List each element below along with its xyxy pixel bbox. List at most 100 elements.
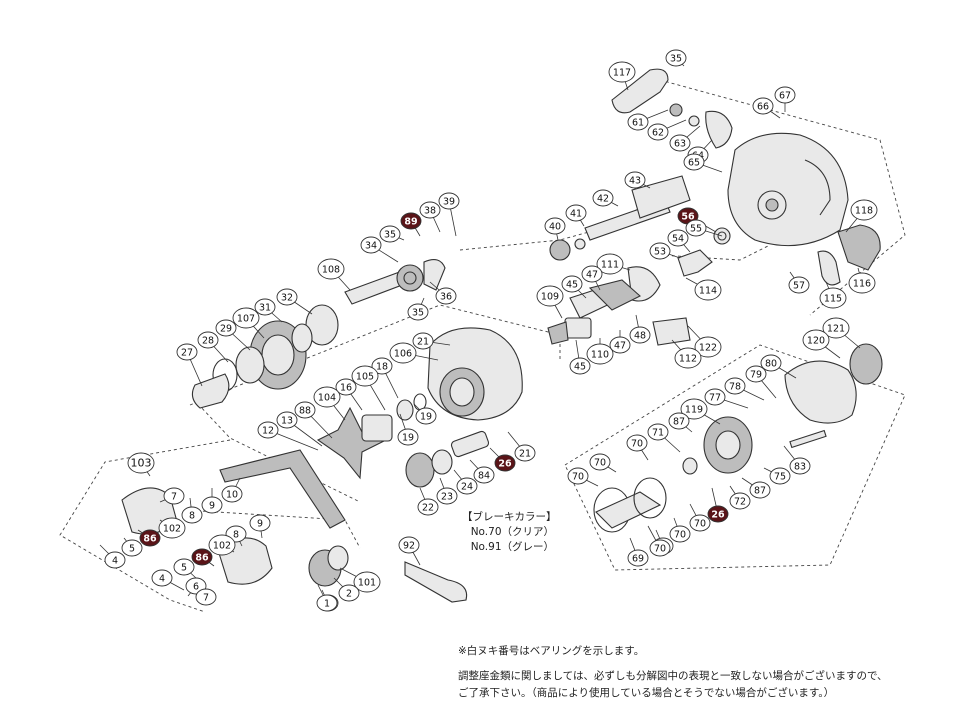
part-callout: 101 — [353, 571, 381, 593]
part-number-label: 105 — [356, 372, 374, 383]
part-callout: 67 — [774, 86, 796, 104]
main-drive-gear-hub — [261, 334, 295, 376]
part-callout: 16 — [335, 378, 357, 396]
part-callout-bubble — [683, 153, 705, 171]
part-number-label: 27 — [181, 348, 193, 359]
part-callout: 9 — [201, 496, 223, 514]
part-callout: 9 — [249, 514, 271, 532]
part-callout-bubble — [435, 287, 457, 305]
part-callout: 36 — [435, 287, 457, 305]
part-callout-bubble — [565, 204, 587, 222]
part-number-label: 119 — [685, 405, 703, 416]
part-number-label: 26 — [498, 459, 512, 470]
bearing-callout-bubble — [707, 505, 729, 523]
part-callout: 89 — [400, 212, 422, 230]
part-number-label: 83 — [794, 462, 806, 473]
part-callout-bubble — [232, 307, 260, 329]
part-number-label: 70 — [654, 544, 666, 555]
part-callout: 117 — [608, 61, 636, 83]
part-number-label: 78 — [729, 382, 741, 393]
ring-part — [574, 238, 586, 250]
shim-note-line-2: ご了承下さい。（商品により使用している場合とそうでない場合がございます。） — [458, 687, 835, 699]
part-callout: 45 — [561, 275, 583, 293]
part-callout-bubble — [668, 412, 690, 430]
part-number-label: 66 — [757, 102, 769, 113]
part-callout-bubble — [351, 365, 379, 387]
part-callout: 79 — [745, 365, 767, 383]
part-callout: 45 — [569, 357, 591, 375]
part-callout: 70 — [689, 514, 711, 532]
level-wind-worm — [789, 429, 827, 449]
main-frame — [727, 132, 849, 247]
part-callout-bubble — [745, 365, 767, 383]
part-callout: 110 — [586, 343, 614, 365]
part-number-label: 117 — [613, 68, 631, 79]
part-callout-bubble — [760, 354, 782, 372]
part-callout: 10 — [221, 485, 243, 503]
part-callout-bubble — [647, 123, 669, 141]
part-callout-bubble — [609, 336, 631, 354]
part-number-label: 12 — [262, 426, 274, 437]
part-callout: 5 — [121, 539, 143, 557]
part-callout: 38 — [419, 201, 441, 219]
part-callout-bubble — [276, 288, 298, 306]
part-callout-bubble — [257, 421, 279, 439]
part-callout: 105 — [351, 365, 379, 387]
gear-plate — [423, 259, 446, 291]
spool-body — [595, 491, 662, 529]
part-callout-bubble — [195, 588, 217, 606]
part-callout: 70 — [567, 467, 589, 485]
part-number-label: 77 — [709, 393, 721, 404]
part-callout-bubble — [419, 201, 441, 219]
part-callout-bubble — [353, 571, 381, 593]
group-frame-line — [189, 304, 561, 406]
part-callout: 7 — [163, 487, 185, 505]
part-number-label: 19 — [420, 412, 432, 423]
part-number-label: 39 — [443, 197, 455, 208]
bearing-callout-bubble — [494, 454, 516, 472]
part-callout: 111 — [596, 253, 624, 275]
part-callout: 39 — [438, 192, 460, 210]
part-callout: 71 — [647, 423, 669, 441]
part-number-label: 118 — [855, 206, 873, 217]
part-callout: 78 — [724, 377, 746, 395]
part-number-label: 48 — [634, 331, 646, 342]
part-callout-bubble — [514, 444, 536, 462]
washer-part — [396, 399, 414, 421]
part-callout-bubble — [626, 434, 648, 452]
part-callout-bubble — [121, 539, 143, 557]
part-callout-bubble — [665, 49, 687, 67]
spool-flange — [633, 477, 667, 519]
part-number-label: 71 — [652, 428, 664, 439]
bearing-callout-bubble — [191, 548, 213, 566]
part-number-label: 79 — [750, 370, 762, 381]
part-callout-bubble — [627, 549, 649, 567]
part-callout-bubble — [589, 453, 611, 471]
part-number-label: 21 — [417, 337, 429, 348]
part-callout-bubble — [724, 377, 746, 395]
part-number-label: 18 — [376, 362, 388, 373]
part-callout: 57 — [788, 276, 810, 294]
drive-gear-small — [396, 264, 424, 292]
brake-color-heading: 【ブレーキカラー】 — [462, 511, 557, 523]
part-callout-bubble — [685, 219, 707, 237]
part-callout-bubble — [151, 569, 173, 587]
part-callout-bubble — [181, 506, 203, 524]
part-callout-bubble — [335, 378, 357, 396]
part-number-label: 89 — [404, 217, 417, 228]
part-callout: 1 — [316, 594, 338, 612]
part-callout-bubble — [313, 386, 341, 408]
brake-plate-inner — [715, 430, 741, 460]
part-number-label: 35 — [412, 308, 424, 319]
part-callout: 21 — [514, 444, 536, 462]
part-callout: 112 — [674, 347, 702, 369]
part-callout-bubble — [294, 401, 316, 419]
part-number-label: 70 — [594, 458, 606, 469]
part-number-label: 112 — [679, 354, 697, 365]
part-drawings — [59, 68, 906, 613]
part-callout: 54 — [667, 229, 689, 247]
part-callout-bubble — [749, 481, 771, 499]
part-callout: 80 — [760, 354, 782, 372]
clutch-plate — [611, 68, 669, 114]
brake-color-gray: No.91（グレー） — [470, 541, 554, 553]
